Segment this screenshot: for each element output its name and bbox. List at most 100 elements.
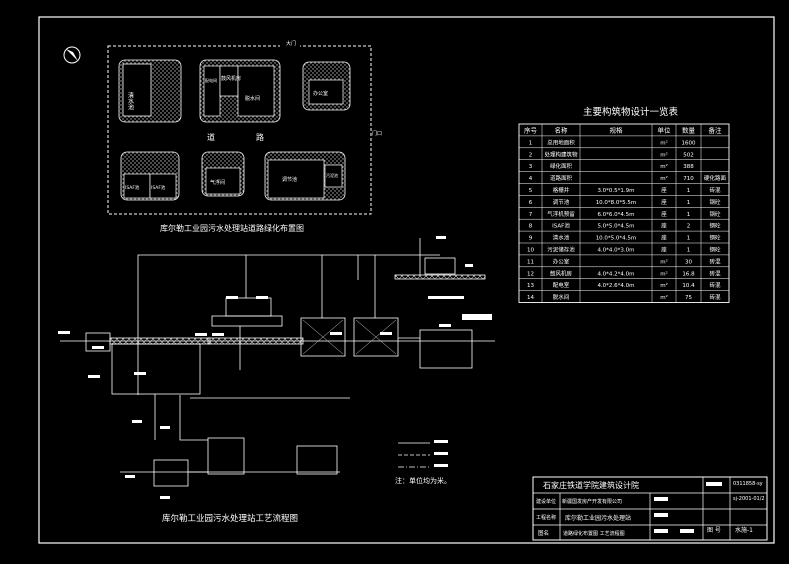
table-header-cell: 备注 [709,125,723,134]
air-float-label: 气浮间 [210,179,225,186]
institute-name: 石家庄铁道学院建筑设计院 [543,480,639,490]
office [308,79,344,105]
table-header-cell: 单位 [658,125,672,134]
gate-top-label: 大门 [286,40,296,47]
table-cell: 座 [661,245,667,253]
table-cell: 13 [527,283,534,289]
site-plan: 大门 门口 清水池 鼓风机房 配电间 脱水间 办公室 道 路 ISAF池 ISA… [107,40,382,233]
table-cell: 1 [687,200,691,206]
table-cell: 气浮机预留 [547,210,575,218]
table-cell: 污泥储存池 [547,245,575,253]
table-cell: 砖混 [709,269,721,277]
table-cell: 座 [661,222,667,230]
table-cell: 办公室 [553,257,570,265]
table-cell: 钢砼 [709,234,721,242]
drawing-name-value: 道路绿化布置图 工艺流程图 [563,530,625,537]
project-value: 库尔勒工业园污水处理站 [565,514,631,522]
table-cell: 14 [527,295,534,301]
table-cell: 4.0*2.6*4.0m [597,283,634,289]
blower-room-label: 鼓风机房 [221,75,241,82]
table-cell: 10 [527,247,534,253]
table-cell: 4 [529,176,533,182]
table-cell: m² [660,282,668,289]
title-block: 石家庄铁道学院建筑设计院 0311858-sy sj-2001-01/2 建设单… [532,476,768,541]
table-cell: m² [660,163,668,170]
table-cell: 10.4 [682,283,695,289]
table-cell: 2 [687,224,691,230]
table-cell: 2 [529,152,533,158]
isaf-b-label: ISAF池 [151,184,166,191]
process-note: 注：单位均为米。 [395,476,451,485]
table-cell: 绿化面积 [550,162,573,170]
table-cell: 道路面积 [550,174,573,182]
sheet-value: 水施-1 [735,526,753,534]
process-flow-title: 库尔勒工业园污水处理站工艺流程图 [162,513,298,524]
table-cell: 总用地面积 [547,138,575,146]
table-cell: 砖混 [709,293,721,301]
sheet-label: 图 号 [707,527,721,534]
table-cell: 9 [529,236,533,242]
table-cell: m² [660,139,668,146]
table-cell: m² [660,294,668,301]
table-cell: 座 [661,198,667,206]
power-room-label: 配电间 [205,77,217,83]
gate-right-label: 门口 [372,130,382,137]
table-cell: 5 [529,188,533,194]
table-cell: 16.8 [682,271,695,277]
sludge-tank-label: 污泥池 [326,172,338,178]
table-cell: 座 [661,234,667,242]
project-label: 工程名称 [536,514,556,521]
drawing-number: 0311858-sy [733,481,763,487]
table-cell: 1 [687,236,691,242]
table-cell: 12 [527,271,534,277]
table-cell: 1 [687,212,691,218]
table-cell: 钢砼 [709,222,721,230]
table-cell: 清水池 [553,234,570,242]
table-cell: 75 [685,295,692,301]
table-cell: 座 [661,186,667,194]
table-cell: 388 [683,164,694,170]
table-cell: 配电室 [553,281,570,289]
table-cell: 11 [527,259,534,265]
table-cell: 砖混 [709,186,721,194]
table-cell: m² [660,151,668,158]
site-boundary [107,45,372,215]
table-frame [518,123,730,303]
table-cell: 硬化路面 [704,174,727,182]
office-label: 办公室 [313,90,328,97]
clear-water-label: 清水池 [127,91,134,110]
client-label: 建设单位 [536,498,556,505]
table-cell: 钢砼 [709,210,721,218]
regulating-tank-label: 调节池 [282,176,297,183]
drawing-code: sj-2001-01/2 [733,496,765,502]
clear-water-tank [122,63,152,117]
table-cell: 7 [529,212,533,218]
table-cell: 1600 [682,140,696,146]
site-plan-title: 库尔勒工业园污水处理站道路绿化布置图 [160,223,304,233]
table-cell: 处理构建筑物 [544,150,578,158]
table-cell: 座 [661,210,667,218]
table-cell: 钢砼 [709,245,721,253]
table-cell: m² [660,175,668,182]
table-cell: 格栅井 [553,186,570,194]
table-cell: 调节池 [553,198,570,206]
table-cell: m² [660,270,668,277]
road-label-1: 道 [207,132,215,142]
table-cell: ISAF池 [552,222,570,230]
table-header-cell: 名称 [555,125,569,134]
table-cell: m² [660,258,668,265]
road-label-2: 路 [256,132,264,142]
table-cell: 710 [683,176,694,182]
table-cell: 8 [529,224,533,230]
table-cell: 3.0*0.5*1.9m [597,188,634,194]
table-header-cell: 序号 [524,125,538,134]
table-cell: 10.0*8.0*5.5m [596,200,637,206]
table-cell: 10.0*5.0*4.5m [596,236,637,242]
table-cell: 1 [687,188,691,194]
client-value: 新疆国发房产开发有限公司 [562,498,622,505]
table-cell: 5.0*5.0*4.5m [597,224,634,230]
table-cell: 钢砼 [709,198,721,206]
table-cell: 1 [687,247,691,253]
table-cell: 1 [529,140,533,146]
